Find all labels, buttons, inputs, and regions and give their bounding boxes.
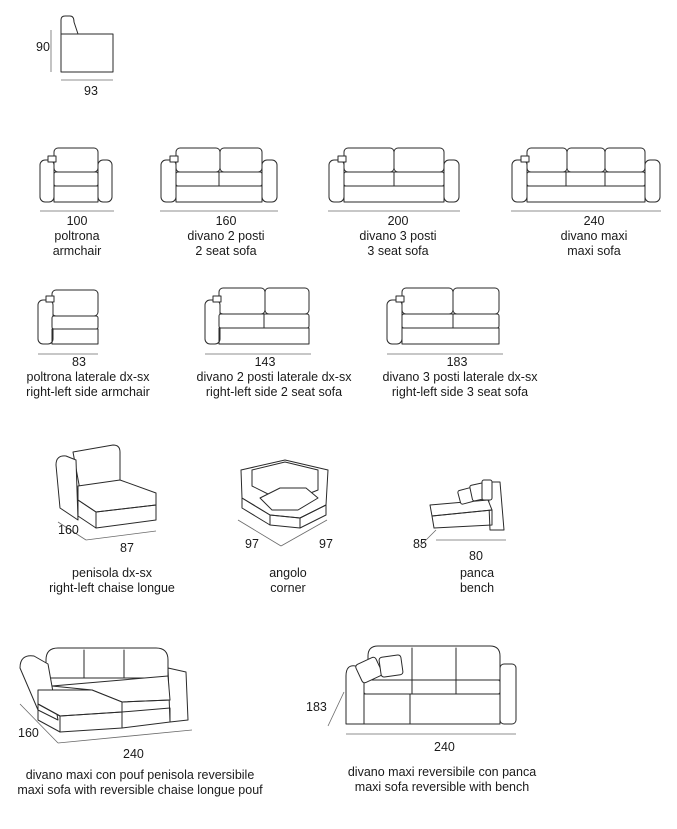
two-seat-sofa-label: 160 divano 2 posti 2 seat sofa	[187, 214, 264, 259]
corner-drawing	[237, 459, 329, 547]
maxi-sofa-with-bench-drawing	[327, 645, 517, 735]
width-dimension: 240	[123, 747, 144, 761]
corner-label: angolo corner	[269, 566, 307, 596]
english-name: right-left side armchair	[26, 385, 150, 399]
width-dimension: 87	[120, 541, 134, 555]
italian-name: panca	[459, 566, 495, 580]
side-armchair-drawing	[37, 289, 99, 355]
width-dimension: 93	[84, 84, 98, 98]
maxi-sofa-with-pouf-drawing	[19, 647, 193, 744]
width-dimension: 160	[215, 214, 237, 228]
side-two-seat-sofa-drawing	[204, 287, 311, 355]
english-name: right-left side 3 seat sofa	[391, 385, 529, 399]
english-name: maxi sofa reversible with bench	[354, 780, 530, 794]
maxi-sofa-with-pouf-label: divano maxi con pouf penisola reversibil…	[17, 768, 262, 798]
italian-name: divano 2 posti	[187, 229, 265, 243]
english-name: maxi sofa	[567, 244, 621, 258]
english-name: 2 seat sofa	[195, 244, 257, 258]
italian-name: divano maxi	[560, 229, 628, 243]
italian-name: divano 3 posti	[359, 229, 437, 243]
side-three-seat-sofa-label: 183 divano 3 posti laterale dx-sx right-…	[383, 355, 538, 400]
three-seat-sofa-label: 200 divano 3 posti 3 seat sofa	[359, 214, 436, 259]
side-three-seat-sofa-drawing	[386, 287, 503, 355]
maxi-sofa-with-bench-label: divano maxi reversibile con panca maxi s…	[348, 765, 536, 795]
italian-name: poltrona laterale dx-sx	[26, 370, 150, 384]
english-name: armchair	[52, 244, 102, 258]
chaise-longue-drawing	[55, 444, 157, 541]
english-name: bench	[459, 581, 495, 595]
armchair-label: 100 poltrona armchair	[53, 214, 102, 259]
height-dimension: 90	[36, 40, 50, 54]
depth-dimension: 160	[58, 523, 79, 537]
english-name: corner	[270, 581, 306, 595]
chaise-longue-label: penisola dx-sx right-left chaise longue	[49, 566, 175, 596]
width-dimension: 83	[72, 355, 86, 369]
italian-name: poltrona	[54, 229, 100, 243]
italian-name: divano maxi reversibile con panca	[347, 765, 537, 779]
italian-name: divano maxi con pouf penisola reversibil…	[25, 768, 255, 782]
width-dimension: 240	[434, 740, 455, 754]
depth-dimension: 97	[245, 537, 259, 551]
english-name: 3 seat sofa	[367, 244, 429, 258]
three-seat-sofa-drawing	[328, 147, 460, 212]
italian-name: divano 2 posti laterale dx-sx	[196, 370, 352, 384]
side-two-seat-sofa-label: 143 divano 2 posti laterale dx-sx right-…	[197, 355, 352, 400]
italian-name: penisola dx-sx	[72, 566, 152, 580]
armchair-drawing	[39, 147, 114, 212]
depth-dimension: 160	[18, 726, 39, 740]
bench-drawing	[419, 479, 506, 547]
depth-dimension: 183	[306, 700, 327, 714]
italian-name: divano 3 posti laterale dx-sx	[382, 370, 538, 384]
side-profile-drawing	[50, 15, 114, 81]
english-name: right-left chaise longue	[49, 581, 175, 595]
maxi-sofa-drawing	[511, 147, 661, 212]
maxi-sofa-label: 240 divano maxi maxi sofa	[561, 214, 628, 259]
width-dimension: 80	[469, 549, 483, 563]
width-dimension: 200	[387, 214, 409, 228]
width-dimension: 183	[446, 355, 468, 369]
bench-label: panca bench	[460, 566, 494, 596]
english-name: right-left side 2 seat sofa	[205, 385, 343, 399]
depth-dimension: 85	[413, 537, 427, 551]
width-dimension: 143	[254, 355, 276, 369]
two-seat-sofa-drawing	[160, 147, 278, 212]
width-dimension: 100	[66, 214, 88, 228]
width-dimension: 97	[319, 537, 333, 551]
italian-name: angolo	[269, 566, 307, 580]
side-armchair-label: 83 poltrona laterale dx-sx right-left si…	[26, 355, 150, 400]
english-name: maxi sofa with reversible chaise longue …	[17, 783, 263, 797]
width-dimension: 240	[583, 214, 605, 228]
